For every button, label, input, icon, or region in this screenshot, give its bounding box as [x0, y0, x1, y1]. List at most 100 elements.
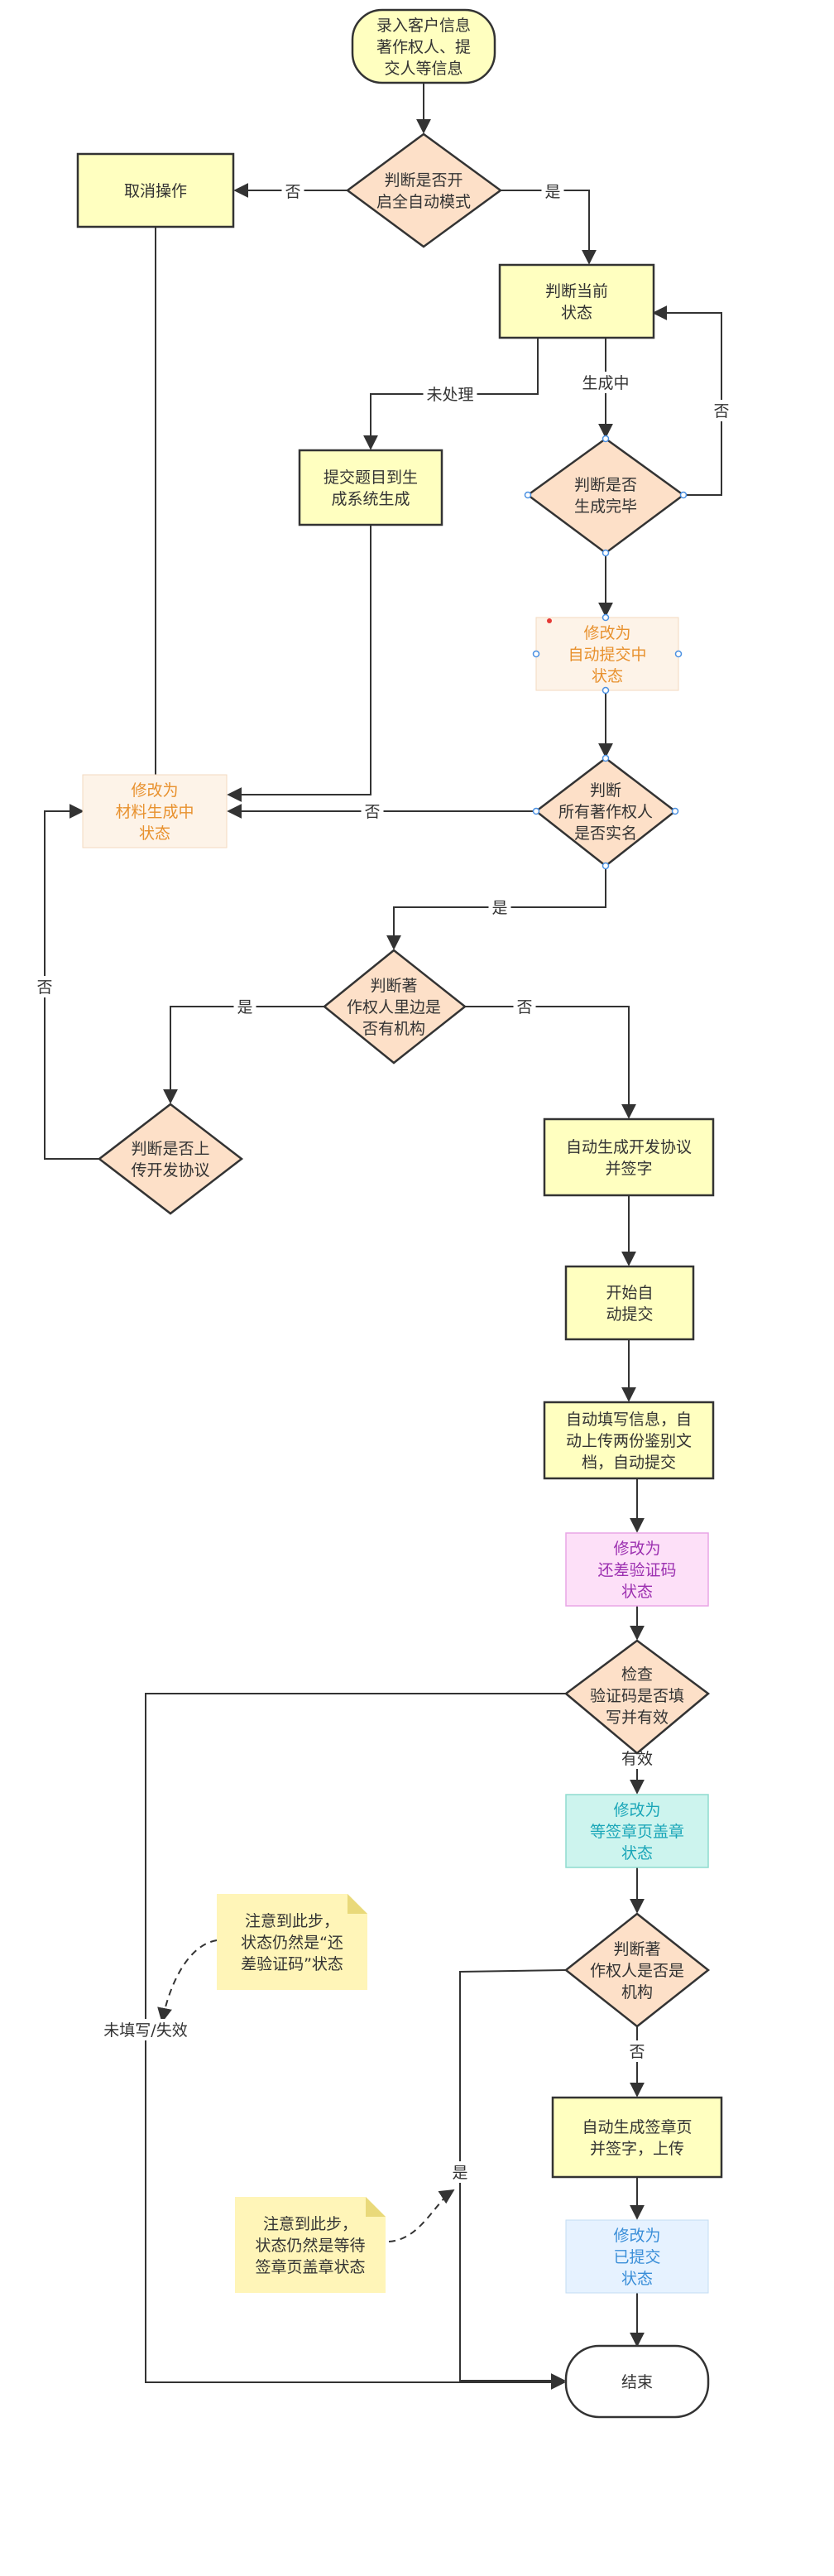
- label-line: 已提交: [613, 2248, 660, 2266]
- edge-label-no-upload: 否: [36, 978, 52, 997]
- node-has-org-shape: [323, 949, 467, 1065]
- node-set-material-gen-shape: [82, 774, 228, 848]
- label-line: 录入客户信息: [376, 17, 471, 35]
- edge-submit-gen-to-material: [227, 525, 371, 802]
- note-2-label: 注意到此步， 状态仍然是等待签章页盖章状态: [255, 2215, 365, 2276]
- edge-label-yes-org: 是: [237, 998, 252, 1016]
- edge-label-bg: [448, 2161, 472, 2183]
- edge-label-bg: [541, 180, 564, 202]
- edge-label-valid: 有效: [621, 1750, 653, 1768]
- label-line: 取消操作: [124, 182, 187, 200]
- label-line: 注意到此步，: [263, 2215, 357, 2233]
- edges: [44, 83, 722, 2390]
- edge-note2-to-yes: [388, 2189, 455, 2242]
- node-submit-gen-label: 提交题目到生成系统生成: [324, 469, 418, 508]
- label-line: 状态: [621, 1844, 653, 1862]
- edge-label-invalid: 未填写/失效: [103, 2021, 187, 2040]
- label-line: 修改为: [131, 781, 178, 800]
- edge-label-bg: [578, 372, 633, 393]
- node-gen-done-shape: [525, 437, 686, 555]
- node-set-captcha-shape: [565, 1532, 709, 1607]
- handle: [602, 686, 610, 694]
- label-line: 并签字: [605, 1160, 652, 1178]
- label-line: 生成完毕: [574, 497, 637, 516]
- label-line: 判断著: [370, 977, 417, 995]
- handle: [602, 613, 610, 622]
- handle: [602, 862, 610, 870]
- node-set-captcha-label: 修改为还差验证码状态: [597, 1540, 676, 1601]
- label-line: 否有机构: [362, 1020, 425, 1038]
- node-start-auto-submit-shape: [564, 1265, 695, 1341]
- node-start-auto-submit-label: 开始自动提交: [606, 1284, 653, 1324]
- node-auto-gen-seal-label: 自动生成签章页并签字，上传: [582, 2118, 692, 2158]
- node-current-state-label: 判断当前状态: [545, 282, 608, 322]
- label-line: 机构: [621, 1983, 653, 2002]
- label-line: 还差验证码: [597, 1561, 676, 1579]
- node-gen-done-label: 判断是否生成完毕: [574, 476, 637, 516]
- label-line: 签章页盖章状态: [255, 2258, 365, 2276]
- label-line: 判断是否开: [384, 171, 463, 190]
- edge-labels: 否是未处理生成中否否是是否否有效未填写/失效否是: [33, 180, 733, 2183]
- node-auto-gen-agreement-shape: [543, 1117, 715, 1197]
- label-line: 作权人里边是: [347, 998, 441, 1016]
- node-auto-fill-shape: [543, 1401, 715, 1480]
- node-start-shape: [351, 8, 496, 84]
- label-line: 作权人是否是: [590, 1962, 684, 1980]
- edge-label-unprocessed: 未处理: [426, 386, 473, 404]
- note2-shape: [235, 2197, 386, 2293]
- label-line: 启全自动模式: [376, 193, 471, 211]
- edge-label-yes-is-org: 是: [452, 2164, 467, 2182]
- node-auto-gen-seal-shape: [551, 2096, 723, 2179]
- label-line: 注意到此步，: [245, 1912, 339, 1930]
- node-check-captcha-shape: [563, 1639, 711, 1755]
- edge-label-bg: [513, 996, 536, 1017]
- handle: [674, 650, 683, 658]
- label-line: 并签字，上传: [590, 2140, 684, 2158]
- label-line: 动提交: [606, 1305, 653, 1324]
- node-set-auto-submit-label: 修改为自动提交中状态: [568, 624, 646, 685]
- label-line: 自动生成开发协议: [566, 1138, 692, 1156]
- node-set-submitted-label: 修改为已提交状态: [613, 2227, 660, 2288]
- handle: [602, 549, 610, 557]
- edge-label-generating: 生成中: [582, 374, 629, 392]
- label-line: 修改为: [583, 624, 630, 642]
- label-line: 状态: [592, 667, 623, 685]
- node-upload-agreement-label: 判断是否上传开发协议: [131, 1140, 209, 1180]
- edge-label-bg: [626, 2040, 649, 2062]
- node-start-label: 录入客户信息著作权人、提交人等信息: [376, 17, 471, 78]
- label-line: 修改为: [613, 1540, 660, 1558]
- edge-label-no-verified: 否: [364, 803, 380, 821]
- node-end-shape: [564, 2344, 710, 2419]
- edge-note1-to-invalid: [157, 1939, 218, 2023]
- label-line: 是否实名: [574, 824, 637, 843]
- label-line: 状态仍然是等待: [255, 2237, 365, 2255]
- node-upload-agreement-shape: [97, 1103, 244, 1215]
- node-set-submitted-shape: [565, 2219, 709, 2294]
- node-auto-fill-label: 自动填写信息，自动上传两份鉴别文档，自动提交: [566, 1411, 692, 1472]
- label-line: 状态仍然是“还: [241, 1934, 343, 1952]
- label-line: 判断当前: [545, 282, 608, 300]
- label-line: 成系统生成: [331, 490, 410, 508]
- label-line: 判断是否: [574, 476, 637, 494]
- label-line: 自动提交中: [568, 646, 646, 664]
- node-is-org-shape: [563, 1912, 711, 2028]
- note2-fold: [366, 2197, 386, 2217]
- label-line: 状态: [621, 2270, 653, 2288]
- label-line: 状态: [139, 824, 170, 843]
- handle: [602, 754, 610, 762]
- label-line: 档，自动提交: [582, 1454, 676, 1472]
- node-cancel-label: 取消操作: [124, 182, 187, 200]
- edge-is-org-yes-to-end: [459, 1969, 567, 2388]
- label-line: 写并有效: [606, 1709, 669, 1727]
- node-auto-mode-label: 判断是否开启全自动模式: [376, 171, 471, 211]
- label-line: 状态: [561, 304, 592, 322]
- handle: [524, 491, 532, 499]
- node-set-seal-page-label: 修改为等签章页盖章状态: [590, 1801, 684, 1862]
- edge-label-bg: [95, 2019, 196, 2040]
- edge-label-no-cancel: 否: [285, 183, 300, 201]
- label-line: 开始自: [606, 1284, 653, 1302]
- node-current-state-shape: [498, 263, 655, 339]
- edge-label-no-loop: 否: [713, 402, 729, 421]
- edge-label-bg: [488, 896, 511, 918]
- edge-label-bg: [281, 180, 304, 202]
